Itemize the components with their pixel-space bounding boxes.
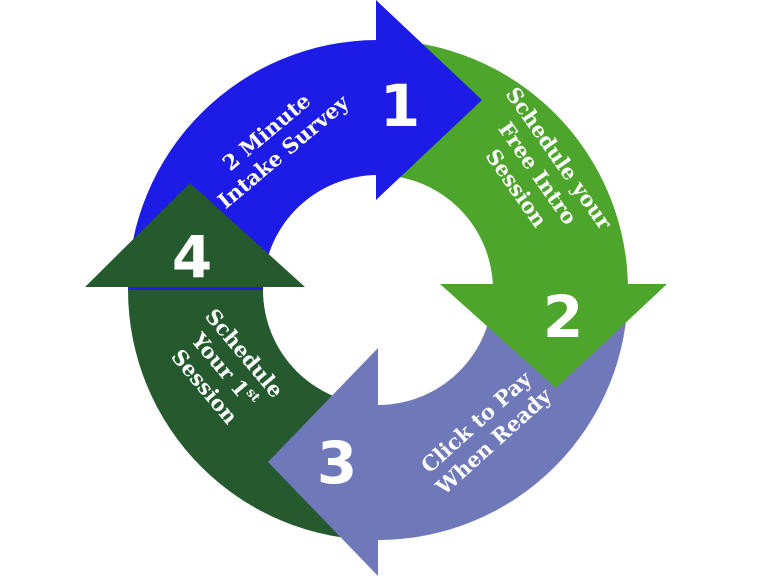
step-2-number: 2 — [543, 283, 583, 351]
step-3-number: 3 — [317, 429, 357, 497]
step-2-arrowhead — [440, 284, 667, 388]
step-4-number: 4 — [172, 223, 212, 291]
step-1-number: 1 — [380, 72, 420, 140]
step-3-arrowhead — [268, 348, 378, 576]
step-4-arrowhead — [85, 183, 305, 287]
step-1-arrowhead — [376, 0, 482, 200]
